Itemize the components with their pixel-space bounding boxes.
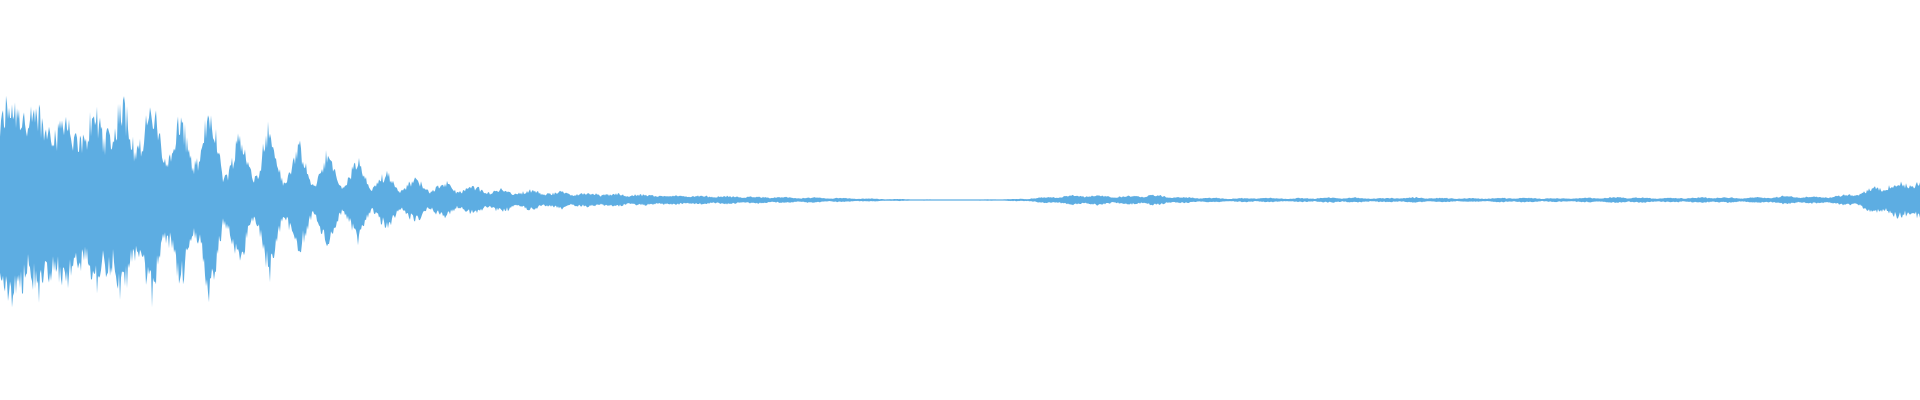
waveform-fill	[0, 95, 1920, 308]
